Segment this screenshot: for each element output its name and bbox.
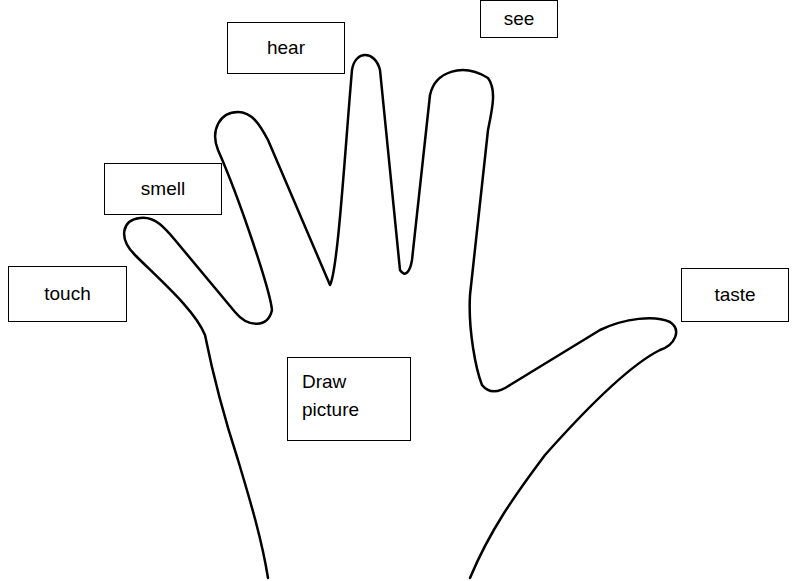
drawing-box: Draw picture <box>287 357 411 441</box>
sense-label: touch <box>44 280 90 308</box>
sense-label-box: smell <box>104 163 222 215</box>
sense-label-box: touch <box>8 266 127 322</box>
sense-label-box: see <box>480 0 558 38</box>
sense-label: taste <box>714 281 755 309</box>
sense-label: see <box>504 5 535 33</box>
sense-label: hear <box>267 34 305 62</box>
sense-label-box: taste <box>681 268 789 322</box>
instruction-text: Draw picture <box>302 368 396 423</box>
sense-label-box: hear <box>227 22 345 74</box>
hand-outline <box>124 55 676 578</box>
sense-label: smell <box>141 175 185 203</box>
